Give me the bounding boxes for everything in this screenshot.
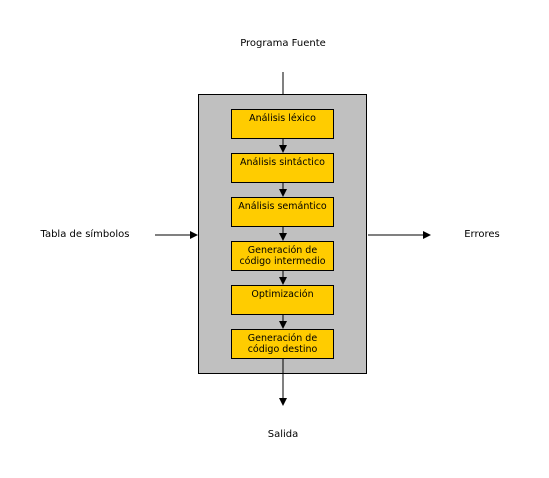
phase-label-line-2: código intermedio <box>239 256 326 267</box>
source-program-label: Programa Fuente <box>240 38 326 49</box>
phase-optimization: Optimización <box>231 285 334 315</box>
phase-label-line-1: Generación de <box>247 245 318 256</box>
symbol-table-label: Tabla de símbolos <box>40 229 130 240</box>
phase-lexical-analysis: Análisis léxico <box>231 109 334 139</box>
phase-label: Análisis semántico <box>238 201 327 212</box>
phase-label-line-2: código destino <box>247 344 318 355</box>
exit-label: Salida <box>267 429 299 440</box>
errors-label: Errores <box>464 229 500 240</box>
phase-intermediate-code-generation: Generación de código intermedio <box>231 241 334 271</box>
phase-label-line-1: Generación de <box>247 333 318 344</box>
phase-syntactic-analysis: Análisis sintáctico <box>231 153 334 183</box>
phase-target-code-generation: Generación de código destino <box>231 329 334 359</box>
phase-semantic-analysis: Análisis semántico <box>231 197 334 227</box>
phase-label: Análisis sintáctico <box>240 157 325 168</box>
phase-label: Optimización <box>251 289 314 300</box>
phase-label: Análisis léxico <box>249 113 316 124</box>
